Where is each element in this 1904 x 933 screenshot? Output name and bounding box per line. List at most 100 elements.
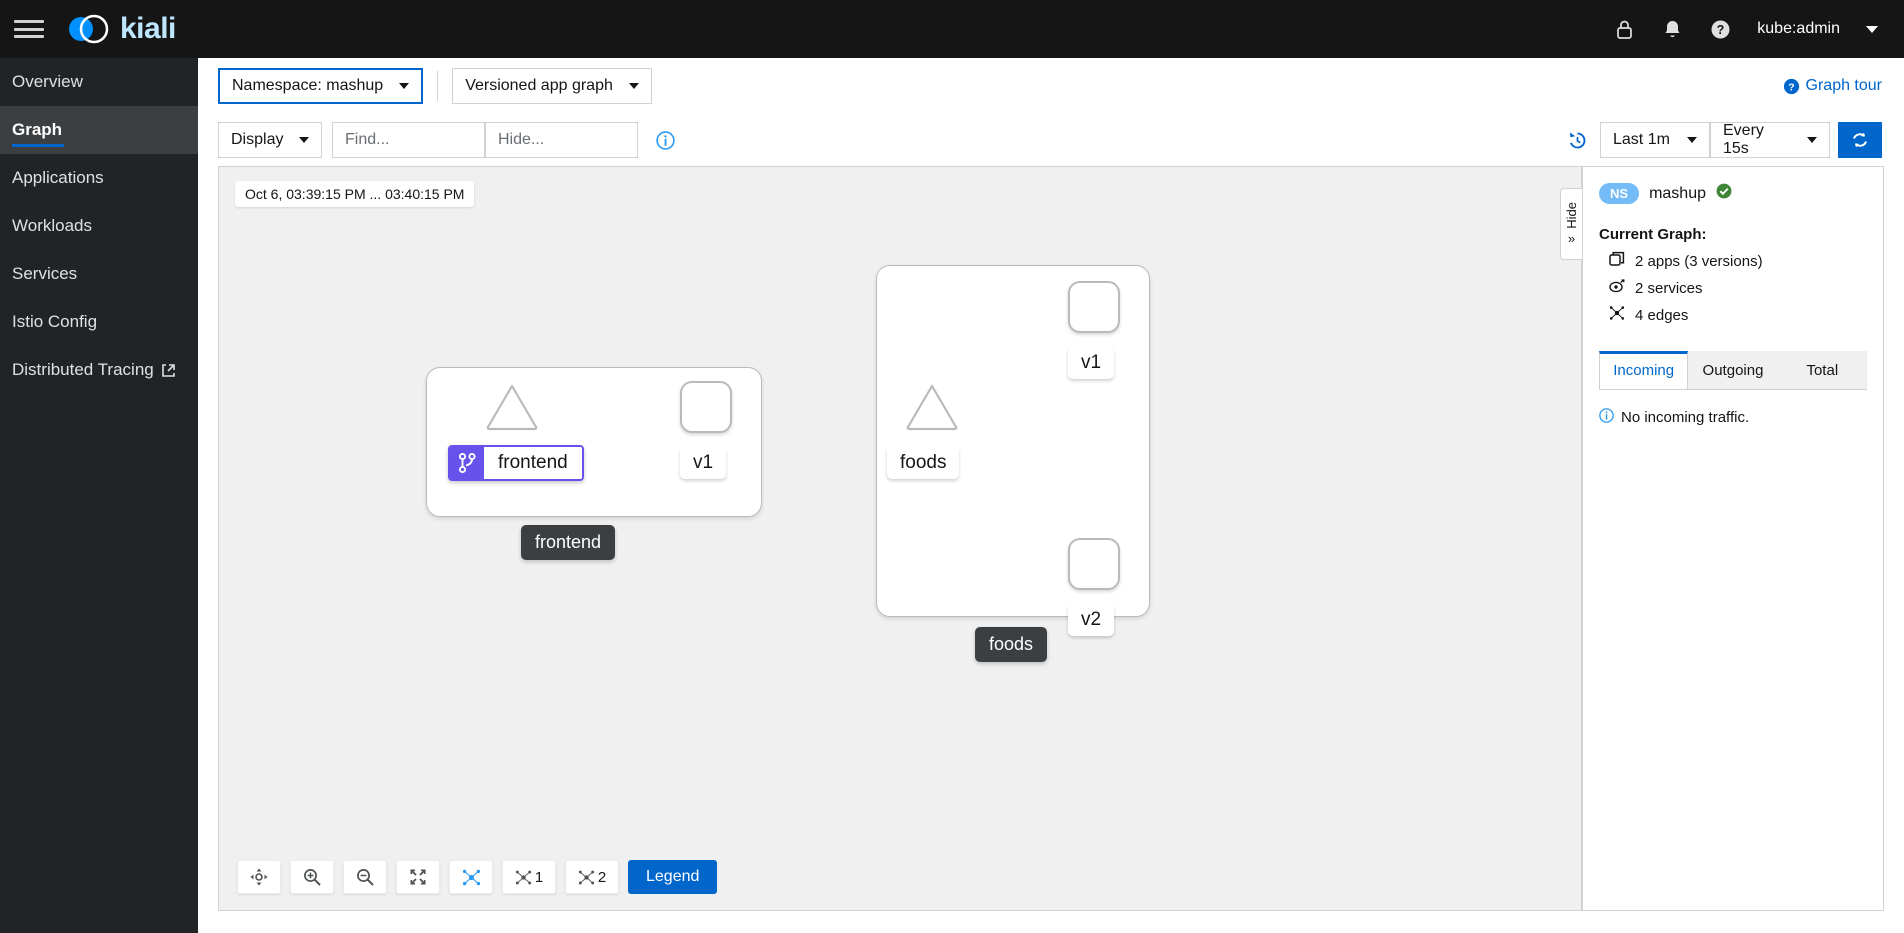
- time-controls: Last 1m Every 15s: [1567, 122, 1882, 158]
- display-select[interactable]: Display: [218, 122, 322, 158]
- sidebar-item-label: Services: [12, 264, 78, 283]
- hamburger-menu-icon[interactable]: [14, 18, 44, 40]
- stat-edges: 4 edges: [1599, 305, 1867, 325]
- sidebar-item-label: Workloads: [12, 216, 92, 235]
- current-graph-stats: 2 apps (3 versions) 2 services: [1599, 251, 1867, 325]
- sidebar-item-distributed-tracing[interactable]: Distributed Tracing: [0, 346, 198, 394]
- node-label-foods-v1: v1: [1068, 347, 1115, 379]
- node-frontend-v1[interactable]: [680, 381, 732, 433]
- namespace-select[interactable]: Namespace: mashup: [218, 68, 424, 104]
- sidebar-item-workloads[interactable]: Workloads: [0, 202, 198, 250]
- apps-icon: [1609, 251, 1625, 271]
- node-foods-v2[interactable]: [1068, 538, 1120, 590]
- layout-1-button[interactable]: 1: [502, 860, 556, 894]
- chevron-right-double-icon: »: [1567, 231, 1576, 247]
- summary-side-panel: NS mashup Current Graph:: [1582, 166, 1884, 911]
- display-select-label: Display: [231, 131, 284, 148]
- user-menu-chevron-down-icon[interactable]: [1866, 25, 1878, 33]
- help-icon[interactable]: ?: [1709, 18, 1731, 40]
- node-foods-service[interactable]: [904, 382, 960, 432]
- sidebar-item-label: Istio Config: [12, 312, 98, 331]
- fit-to-screen-button[interactable]: [396, 860, 440, 894]
- node-foods-v1[interactable]: [1068, 281, 1120, 333]
- edges-icon: [1609, 305, 1625, 325]
- sidebar-item-istio-config[interactable]: Istio Config: [0, 298, 198, 346]
- layout-2-button[interactable]: 2: [565, 860, 619, 894]
- find-input-placeholder: Find...: [345, 131, 390, 148]
- layout-default-button[interactable]: [449, 860, 493, 894]
- chevron-down-icon: [1807, 137, 1817, 143]
- duration-select[interactable]: Last 1m: [1600, 122, 1710, 158]
- graph-timestamp: Oct 6, 03:39:15 PM ... 03:40:15 PM: [235, 181, 475, 207]
- legend-button[interactable]: Legend: [628, 860, 718, 894]
- node-label-foods-v2: v2: [1068, 604, 1115, 636]
- info-icon: [1599, 408, 1614, 427]
- badged-label-text: frontend: [484, 447, 582, 479]
- group-label-foods: foods: [975, 627, 1048, 662]
- refresh-icon: [1853, 132, 1867, 148]
- graph-type-select-label: Versioned app graph: [465, 77, 613, 94]
- namespace-name: mashup: [1649, 184, 1706, 202]
- graph-toolbar-secondary: Display Find... Hide...: [198, 114, 1904, 166]
- graph-tour-label: Graph tour: [1805, 77, 1882, 94]
- sidebar-item-graph[interactable]: Graph: [0, 106, 198, 154]
- hide-input-placeholder: Hide...: [498, 131, 545, 148]
- zoom-out-button[interactable]: [343, 860, 387, 894]
- sidebar-item-label: Overview: [12, 72, 83, 91]
- find-hide-info-icon[interactable]: [656, 130, 675, 150]
- move-icon: [250, 868, 268, 886]
- node-label-frontend-service[interactable]: frontend: [448, 445, 584, 481]
- refresh-interval-label: Every 15s: [1723, 122, 1764, 157]
- stat-edges-text: 4 edges: [1635, 306, 1689, 324]
- reset-view-button[interactable]: [237, 860, 281, 894]
- refresh-interval-select[interactable]: Every 15s: [1710, 122, 1830, 158]
- topology-icon: [578, 870, 594, 884]
- namespace-select-label: Namespace: mashup: [232, 77, 384, 94]
- refresh-button[interactable]: [1838, 122, 1882, 158]
- layout-2-label: 2: [597, 868, 607, 886]
- replay-history-icon[interactable]: [1567, 130, 1588, 151]
- layout-1-label: 1: [534, 868, 544, 886]
- hide-input[interactable]: Hide...: [485, 122, 638, 158]
- chevron-down-icon: [628, 83, 639, 89]
- lock-icon[interactable]: [1613, 18, 1635, 40]
- brand-logo-group[interactable]: kiali: [66, 12, 176, 46]
- stat-services-text: 2 services: [1635, 279, 1703, 297]
- side-panel-hide-toggle[interactable]: Hide »: [1560, 188, 1582, 260]
- node-label-foods-service: foods: [887, 447, 960, 479]
- duration-select-label: Last 1m: [1613, 131, 1670, 148]
- sidebar-item-overview[interactable]: Overview: [0, 58, 198, 106]
- masthead-actions: ? kube:admin: [1613, 18, 1904, 40]
- namespace-header: NS mashup: [1599, 183, 1867, 204]
- stat-apps: 2 apps (3 versions): [1599, 251, 1867, 271]
- zoom-in-icon: [304, 869, 321, 886]
- sidebar-item-applications[interactable]: Applications: [0, 154, 198, 202]
- node-label-frontend-v1: v1: [680, 447, 727, 479]
- main-content: Namespace: mashup Versioned app graph ? …: [198, 58, 1904, 933]
- stat-services: 2 services: [1599, 278, 1867, 298]
- masthead: kiali ? kube:admin: [0, 0, 1904, 58]
- graph-type-select[interactable]: Versioned app graph: [452, 68, 652, 104]
- sidebar-item-services[interactable]: Services: [0, 250, 198, 298]
- toolbar-divider: [437, 71, 439, 101]
- bell-icon[interactable]: [1661, 18, 1683, 40]
- svg-text:?: ?: [1788, 81, 1794, 93]
- graph-tour-link[interactable]: ? Graph tour: [1783, 77, 1882, 95]
- sidebar-item-label: Distributed Tracing: [12, 360, 154, 379]
- group-label-frontend: frontend: [521, 525, 616, 560]
- kiali-logo-icon: [66, 12, 110, 46]
- node-frontend-service[interactable]: [484, 382, 540, 432]
- graph-toolbar-primary: Namespace: mashup Versioned app graph ? …: [198, 58, 1904, 114]
- help-circle-icon: ?: [1783, 78, 1799, 94]
- graph-canvas[interactable]: Oct 6, 03:39:15 PM ... 03:40:15 PM: [218, 166, 1582, 911]
- tab-total[interactable]: Total: [1777, 351, 1867, 389]
- sidebar-item-label: Applications: [12, 168, 104, 187]
- zoom-in-button[interactable]: [290, 860, 334, 894]
- tab-incoming[interactable]: Incoming: [1599, 351, 1689, 389]
- topology-icon: [462, 869, 480, 885]
- user-menu-label[interactable]: kube:admin: [1757, 20, 1840, 37]
- find-input[interactable]: Find...: [332, 122, 485, 158]
- topology-icon: [515, 870, 531, 884]
- svg-text:?: ?: [1716, 23, 1724, 37]
- tab-outgoing[interactable]: Outgoing: [1688, 351, 1778, 389]
